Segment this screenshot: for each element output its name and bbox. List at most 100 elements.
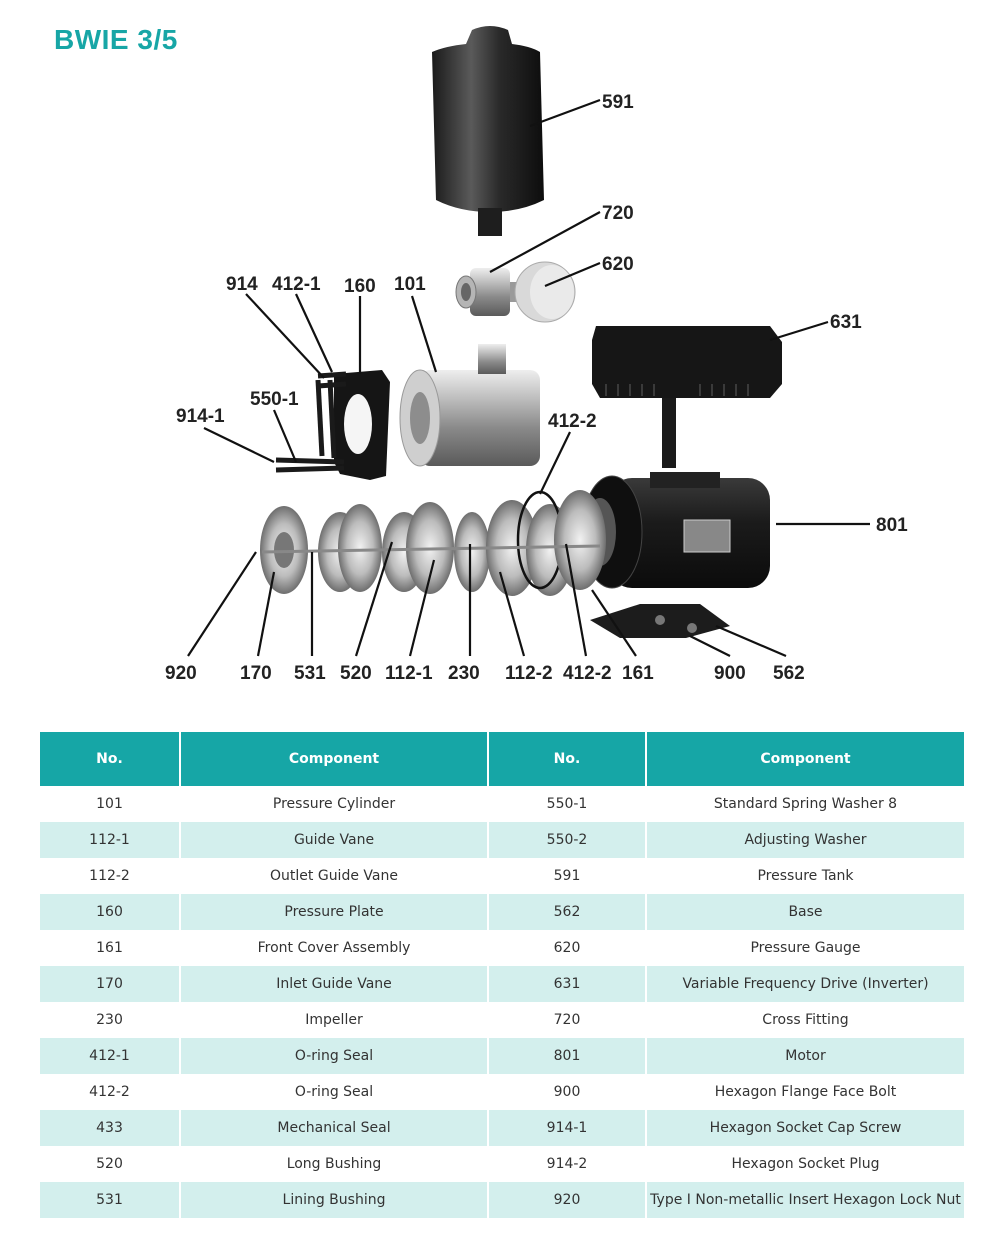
- cell-component: Pressure Tank: [646, 858, 964, 894]
- callout-101: 101: [394, 274, 426, 295]
- table-row: 160 Pressure Plate 562 Base: [40, 894, 964, 930]
- table-row: 101 Pressure Cylinder 550-1 Standard Spr…: [40, 786, 964, 822]
- pump-stages: [260, 490, 606, 596]
- parts-table: No. Component No. Component 101 Pressure…: [40, 732, 964, 1218]
- pressure-gauge-620: [514, 261, 576, 323]
- base-562: [590, 604, 730, 638]
- table-row: 412-2 O-ring Seal 900 Hexagon Flange Fac…: [40, 1074, 964, 1110]
- callout-520: 520: [340, 663, 372, 684]
- cell-component: Impeller: [180, 1002, 489, 1038]
- pressure-tank-591: [432, 26, 544, 236]
- cell-component: Variable Frequency Drive (Inverter): [646, 966, 964, 1002]
- cell-component: Type I Non-metallic Insert Hexagon Lock …: [646, 1182, 964, 1218]
- cell-no: 412-1: [40, 1038, 181, 1074]
- callout-531: 531: [294, 663, 326, 684]
- cell-no: 170: [40, 966, 181, 1002]
- cell-no: 112-2: [40, 858, 181, 894]
- table-row: 531 Lining Bushing 920 Type I Non-metall…: [40, 1182, 964, 1218]
- table-row: 433 Mechanical Seal 914-1 Hexagon Socket…: [40, 1110, 964, 1146]
- cell-no: 720: [488, 1002, 647, 1038]
- table-row: 170 Inlet Guide Vane 631 Variable Freque…: [40, 966, 964, 1002]
- callout-801: 801: [876, 515, 908, 536]
- table-row: 230 Impeller 720 Cross Fitting: [40, 1002, 964, 1038]
- cell-no: 101: [40, 786, 181, 822]
- cell-no: 591: [488, 858, 647, 894]
- exploded-pump-diagram: 591 720 620 631 914 412-1 160 101 914-1 …: [165, 26, 908, 684]
- table-row: 112-1 Guide Vane 550-2 Adjusting Washer: [40, 822, 964, 858]
- callout-412-1: 412-1: [272, 274, 321, 295]
- callout-562: 562: [773, 663, 805, 684]
- screws-914-1: [275, 371, 347, 473]
- callout-112-2: 112-2: [505, 663, 553, 684]
- cell-component: Pressure Plate: [180, 894, 489, 930]
- cell-component: Long Bushing: [180, 1146, 489, 1182]
- callout-160: 160: [344, 276, 376, 297]
- callout-900: 900: [714, 663, 746, 684]
- cell-no: 914-1: [488, 1110, 647, 1146]
- callout-412-2-top: 412-2: [548, 411, 597, 432]
- cell-component: O-ring Seal: [180, 1074, 489, 1110]
- cell-no: 160: [40, 894, 181, 930]
- cell-component: O-ring Seal: [180, 1038, 489, 1074]
- cell-component: Adjusting Washer: [646, 822, 964, 858]
- pressure-cylinder-101: [399, 344, 540, 467]
- callout-914-1: 914-1: [176, 406, 225, 427]
- cell-no: 550-2: [488, 822, 647, 858]
- callout-112-1: 112-1: [385, 663, 433, 684]
- cell-no: 230: [40, 1002, 181, 1038]
- cell-no: 900: [488, 1074, 647, 1110]
- header-component-right: Component: [646, 732, 964, 786]
- cell-component: Mechanical Seal: [180, 1110, 489, 1146]
- cell-component: Outlet Guide Vane: [180, 858, 489, 894]
- cell-no: 550-1: [488, 786, 647, 822]
- cell-no: 412-2: [40, 1074, 181, 1110]
- callout-631: 631: [830, 312, 862, 333]
- cell-component: Pressure Cylinder: [180, 786, 489, 822]
- header-component-left: Component: [180, 732, 489, 786]
- inverter-631: [592, 326, 782, 468]
- callout-412-2-bottom: 412-2: [563, 663, 612, 684]
- cell-no: 631: [488, 966, 647, 1002]
- table-row: 112-2 Outlet Guide Vane 591 Pressure Tan…: [40, 858, 964, 894]
- table-row: 520 Long Bushing 914-2 Hexagon Socket Pl…: [40, 1146, 964, 1182]
- cell-no: 520: [40, 1146, 181, 1182]
- callout-914: 914: [226, 274, 258, 295]
- cell-component: Inlet Guide Vane: [180, 966, 489, 1002]
- callout-720: 720: [602, 203, 634, 224]
- table-row: 161 Front Cover Assembly 620 Pressure Ga…: [40, 930, 964, 966]
- cell-component: Hexagon Socket Plug: [646, 1146, 964, 1182]
- cell-no: 531: [40, 1182, 181, 1218]
- callout-170: 170: [240, 663, 272, 684]
- cell-no: 620: [488, 930, 647, 966]
- cell-component: Front Cover Assembly: [180, 930, 489, 966]
- cell-component: Standard Spring Washer 8: [646, 786, 964, 822]
- cross-fitting-720: [455, 268, 522, 316]
- cell-no: 433: [40, 1110, 181, 1146]
- cell-no: 801: [488, 1038, 647, 1074]
- callout-920: 920: [165, 663, 197, 684]
- header-no-left: No.: [40, 732, 181, 786]
- table-header-row: No. Component No. Component: [40, 732, 964, 786]
- motor-801: [581, 472, 770, 589]
- page-title: BWIE 3/5: [54, 24, 178, 55]
- cell-no: 161: [40, 930, 181, 966]
- cell-component: Motor: [646, 1038, 964, 1074]
- callout-550-1: 550-1: [250, 389, 299, 410]
- cell-component: Guide Vane: [180, 822, 489, 858]
- cell-component: Lining Bushing: [180, 1182, 489, 1218]
- cell-component: Pressure Gauge: [646, 930, 964, 966]
- callout-591: 591: [602, 92, 634, 113]
- cell-component: Hexagon Flange Face Bolt: [646, 1074, 964, 1110]
- pressure-plate-160: [334, 370, 390, 480]
- table-row: 412-1 O-ring Seal 801 Motor: [40, 1038, 964, 1074]
- cell-component: Cross Fitting: [646, 1002, 964, 1038]
- cell-no: 112-1: [40, 822, 181, 858]
- callout-161: 161: [622, 663, 654, 684]
- cell-component: Hexagon Socket Cap Screw: [646, 1110, 964, 1146]
- header-no-right: No.: [488, 732, 647, 786]
- cell-no: 920: [488, 1182, 647, 1218]
- callout-620: 620: [602, 254, 634, 275]
- callout-230: 230: [448, 663, 480, 684]
- cell-component: Base: [646, 894, 964, 930]
- cell-no: 562: [488, 894, 647, 930]
